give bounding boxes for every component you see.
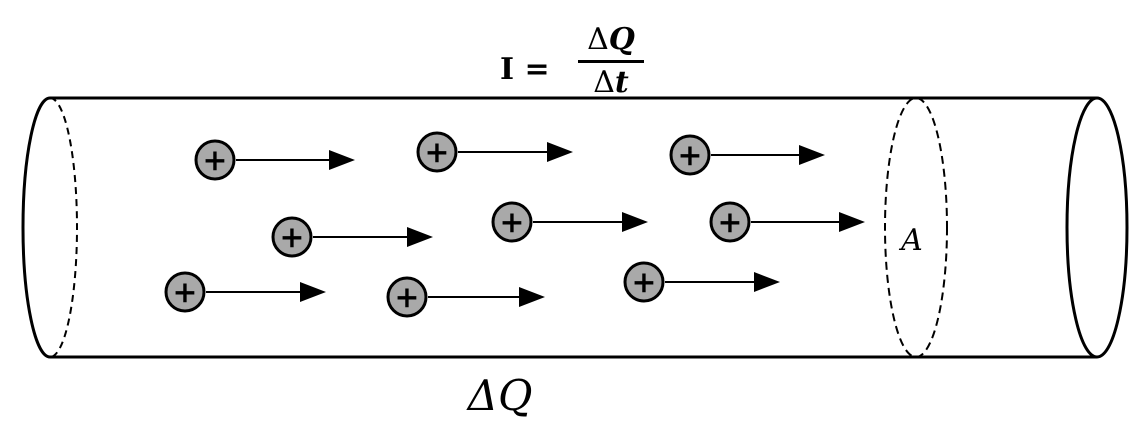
charge-plus-sign: + bbox=[279, 220, 304, 255]
charge-plus-sign: + bbox=[631, 265, 656, 300]
formula-fraction: ΔQ Δt bbox=[576, 22, 646, 101]
positive-charge: + bbox=[709, 201, 865, 243]
positive-charge: + bbox=[271, 216, 433, 258]
charge-plus-sign: + bbox=[424, 135, 449, 170]
current-formula: I = ΔQ Δt bbox=[500, 22, 700, 114]
formula-numerator: ΔQ bbox=[576, 22, 646, 58]
denominator-var: t bbox=[614, 65, 629, 100]
velocity-arrow-head bbox=[547, 142, 573, 162]
fraction-bar bbox=[578, 60, 644, 63]
charge-plus-sign: + bbox=[499, 205, 524, 240]
cylinder-right-end bbox=[1065, 96, 1129, 359]
charges-layer: + + + + + + + + + bbox=[164, 131, 865, 318]
charge-plus-sign: + bbox=[202, 143, 227, 178]
area-label: A bbox=[898, 223, 923, 258]
charge-circle bbox=[416, 131, 458, 173]
positive-charge: + bbox=[491, 201, 648, 243]
velocity-arrow-head bbox=[407, 227, 433, 247]
velocity-arrow-head bbox=[839, 212, 865, 232]
charge-circle bbox=[271, 216, 313, 258]
positive-charge: + bbox=[386, 276, 545, 318]
positive-charge: + bbox=[623, 261, 780, 303]
velocity-arrow-head bbox=[519, 287, 545, 307]
cylinder-left-end-solid bbox=[21, 96, 51, 359]
charge-plus-sign: + bbox=[717, 205, 742, 240]
charge-label: ΔQ bbox=[466, 371, 533, 418]
denominator-delta: Δ bbox=[593, 65, 615, 100]
charge-circle bbox=[669, 134, 711, 176]
numerator-var: Q bbox=[608, 22, 635, 57]
velocity-arrow-head bbox=[622, 212, 648, 232]
cylinder-left-end-dashed bbox=[49, 97, 78, 358]
formula-denominator: Δt bbox=[576, 65, 646, 101]
positive-charge: + bbox=[164, 271, 326, 313]
charge-plus-sign: + bbox=[394, 280, 419, 315]
numerator-delta: Δ bbox=[587, 22, 609, 57]
velocity-arrow-head bbox=[754, 272, 780, 292]
charge-plus-sign: + bbox=[172, 275, 197, 310]
positive-charge: + bbox=[669, 134, 825, 176]
velocity-arrow-head bbox=[799, 145, 825, 165]
charge-plus-sign: + bbox=[677, 138, 702, 173]
charge-circle bbox=[164, 271, 206, 313]
positive-charge: + bbox=[416, 131, 573, 173]
velocity-arrow-head bbox=[300, 282, 326, 302]
velocity-arrow-head bbox=[329, 150, 355, 170]
formula-lhs: I = bbox=[500, 52, 550, 87]
charge-circle bbox=[491, 201, 533, 243]
charge-circle bbox=[623, 261, 665, 303]
charge-circle bbox=[709, 201, 751, 243]
cross-section-a bbox=[884, 97, 948, 358]
charge-circle bbox=[194, 139, 236, 181]
positive-charge: + bbox=[194, 139, 355, 181]
charge-circle bbox=[386, 276, 428, 318]
